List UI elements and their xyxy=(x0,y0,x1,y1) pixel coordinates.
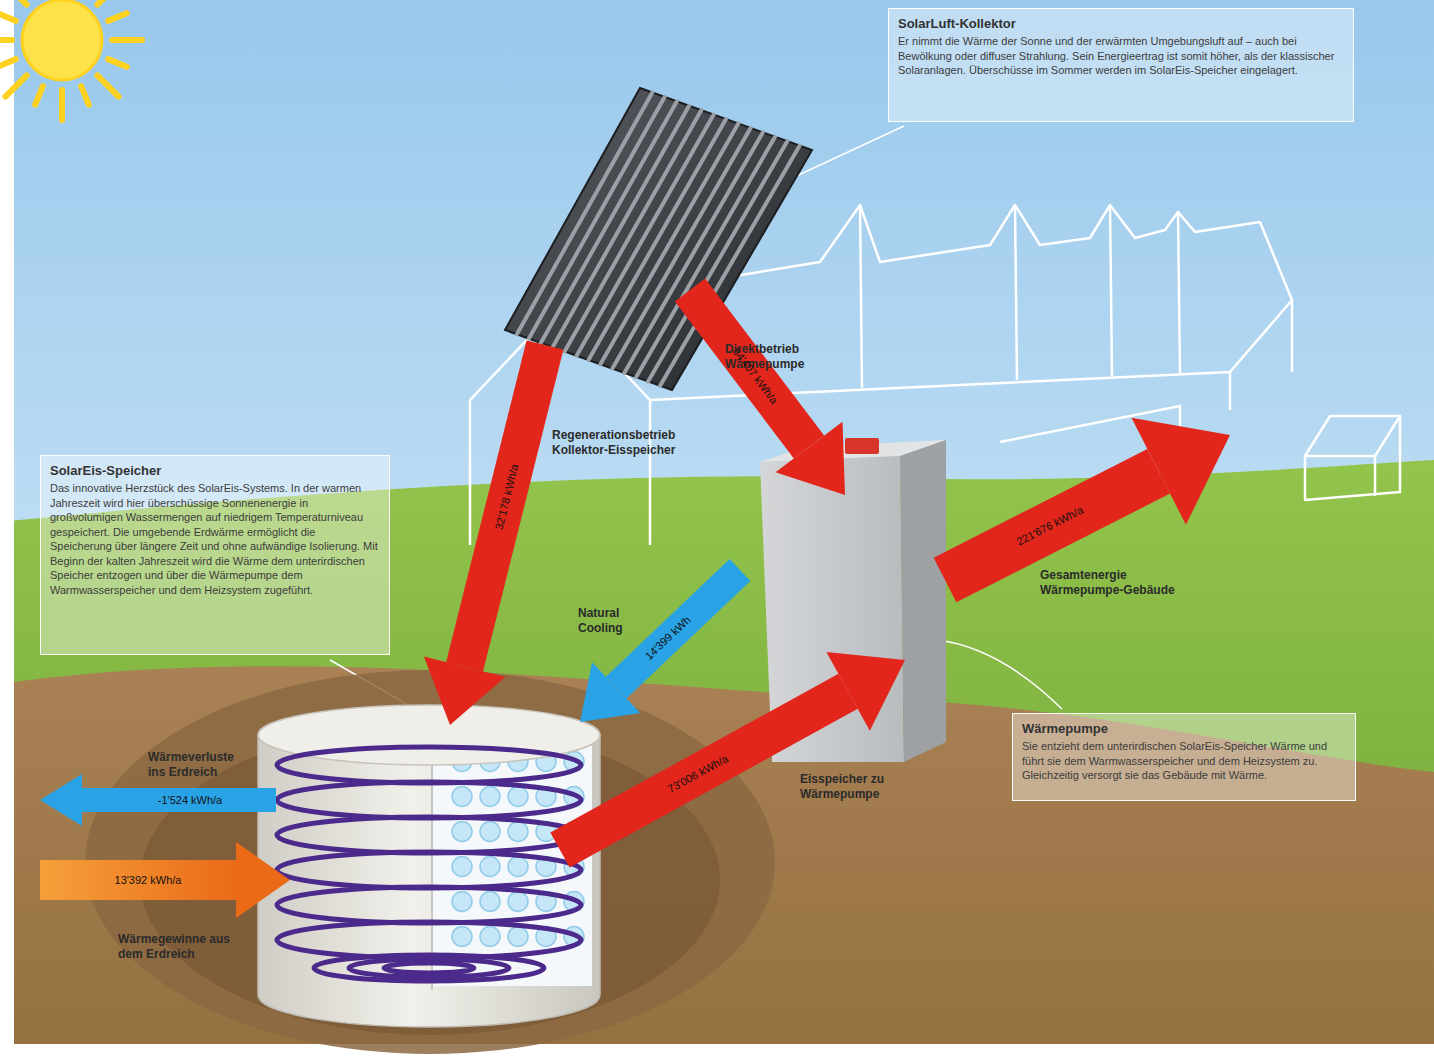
energy-flow-arrows xyxy=(80,788,276,812)
leader-lines xyxy=(938,640,1062,709)
ice-storage-tank xyxy=(277,852,581,888)
building-outline xyxy=(860,205,1180,388)
energy-flow-arrows xyxy=(560,691,848,850)
sun xyxy=(35,86,43,104)
energy-flow-arrows xyxy=(945,471,1159,580)
energy-flow-arrows xyxy=(776,422,846,495)
flow-value: 32'178 kWh/a xyxy=(493,463,522,531)
sun xyxy=(108,13,126,21)
flow-value: 73'006 kWh/a xyxy=(666,752,731,796)
callout-heading: SolarLuft-Kollektor xyxy=(898,15,1344,32)
sun xyxy=(0,0,142,120)
callout-box: SolarLuft-Kollektor Er nimmt die Wärme de… xyxy=(888,8,1354,122)
callout-heading: SolarEis-Speicher xyxy=(50,462,380,479)
sun xyxy=(97,75,118,96)
ice-storage-tank xyxy=(349,959,509,977)
callout-box: WärmepumpeSie entzieht dem unterirdische… xyxy=(1012,713,1356,801)
ice-storage-tank xyxy=(277,782,581,818)
energy-flow-arrows xyxy=(424,657,505,725)
flow-label: Wärmeverluste ins Erdreich xyxy=(148,750,253,780)
ice-storage-tank xyxy=(314,955,544,981)
sun xyxy=(81,86,89,104)
sun xyxy=(108,59,126,67)
energy-flow-arrows xyxy=(826,652,905,731)
building-outline xyxy=(1305,416,1400,500)
energy-flow-arrows xyxy=(40,860,238,900)
flow-value: 14'399 kWh xyxy=(643,613,694,662)
flow-value: 13'392 kWh/a xyxy=(115,874,182,887)
ice-storage-tank xyxy=(277,747,581,981)
ice-storage-tank xyxy=(277,817,581,853)
landscape xyxy=(14,460,1434,1044)
solar-air-collector xyxy=(541,101,677,343)
solar-air-collector xyxy=(529,97,665,339)
ice-storage-tank xyxy=(258,735,600,1027)
sun xyxy=(0,0,142,120)
sun xyxy=(112,37,142,43)
landscape xyxy=(14,0,1434,1044)
sun xyxy=(59,90,65,120)
building-outline xyxy=(1229,372,1232,410)
energy-flow-arrows xyxy=(236,842,290,918)
energy-flow-arrows xyxy=(465,345,545,667)
sun xyxy=(22,0,102,80)
flow-label: Wärmegewinne aus dem Erdreich xyxy=(118,932,243,962)
flow-value: 221'676 kWh/a xyxy=(1015,504,1086,549)
flow-label: Gesamtenergie Wärmepumpe-Gebäude xyxy=(1040,568,1195,598)
sun xyxy=(5,0,26,5)
sun xyxy=(0,13,16,21)
landscape xyxy=(14,666,1434,1044)
solar-air-collector xyxy=(517,92,652,334)
flow-label: Natural Cooling xyxy=(578,606,640,636)
energy-flow-arrows xyxy=(580,662,640,722)
callout-text: Sie entzieht dem unterirdischen SolarEis… xyxy=(1022,739,1346,783)
energy-flow-arrows xyxy=(40,774,82,826)
flow-value: -1'524 kWh/a xyxy=(158,794,222,807)
sun xyxy=(5,75,26,96)
sun xyxy=(97,0,118,5)
callout-text: Das innovative Herzstück des SolarEis-Sy… xyxy=(50,481,380,597)
flow-label: Eisspeicher zu Wärmepumpe xyxy=(800,772,915,802)
ice-storage-tank xyxy=(277,887,581,923)
solar-air-collector xyxy=(565,110,702,351)
heat-pump xyxy=(900,440,946,762)
sun xyxy=(0,37,12,43)
energy-flow-arrows xyxy=(1132,418,1231,525)
callout-heading: Wärmepumpe xyxy=(1022,720,1346,737)
solar-air-collector xyxy=(553,106,689,347)
callout-text: Er nimmt die Wärme der Sonne und der erw… xyxy=(898,34,1344,78)
energy-flow-arrows xyxy=(40,290,1230,918)
flow-label: Regenerationsbetrieb Kollektor-Eisspeich… xyxy=(552,428,697,458)
ice-storage-tank xyxy=(277,747,581,783)
energy-flow-arrows xyxy=(616,570,740,688)
solar-air-collector xyxy=(517,92,800,385)
ice-storage-tank xyxy=(384,963,474,973)
callout-box: SolarEis-SpeicherDas innovative Herzstüc… xyxy=(40,455,390,655)
heat-pump xyxy=(845,438,879,454)
sun xyxy=(0,59,16,67)
